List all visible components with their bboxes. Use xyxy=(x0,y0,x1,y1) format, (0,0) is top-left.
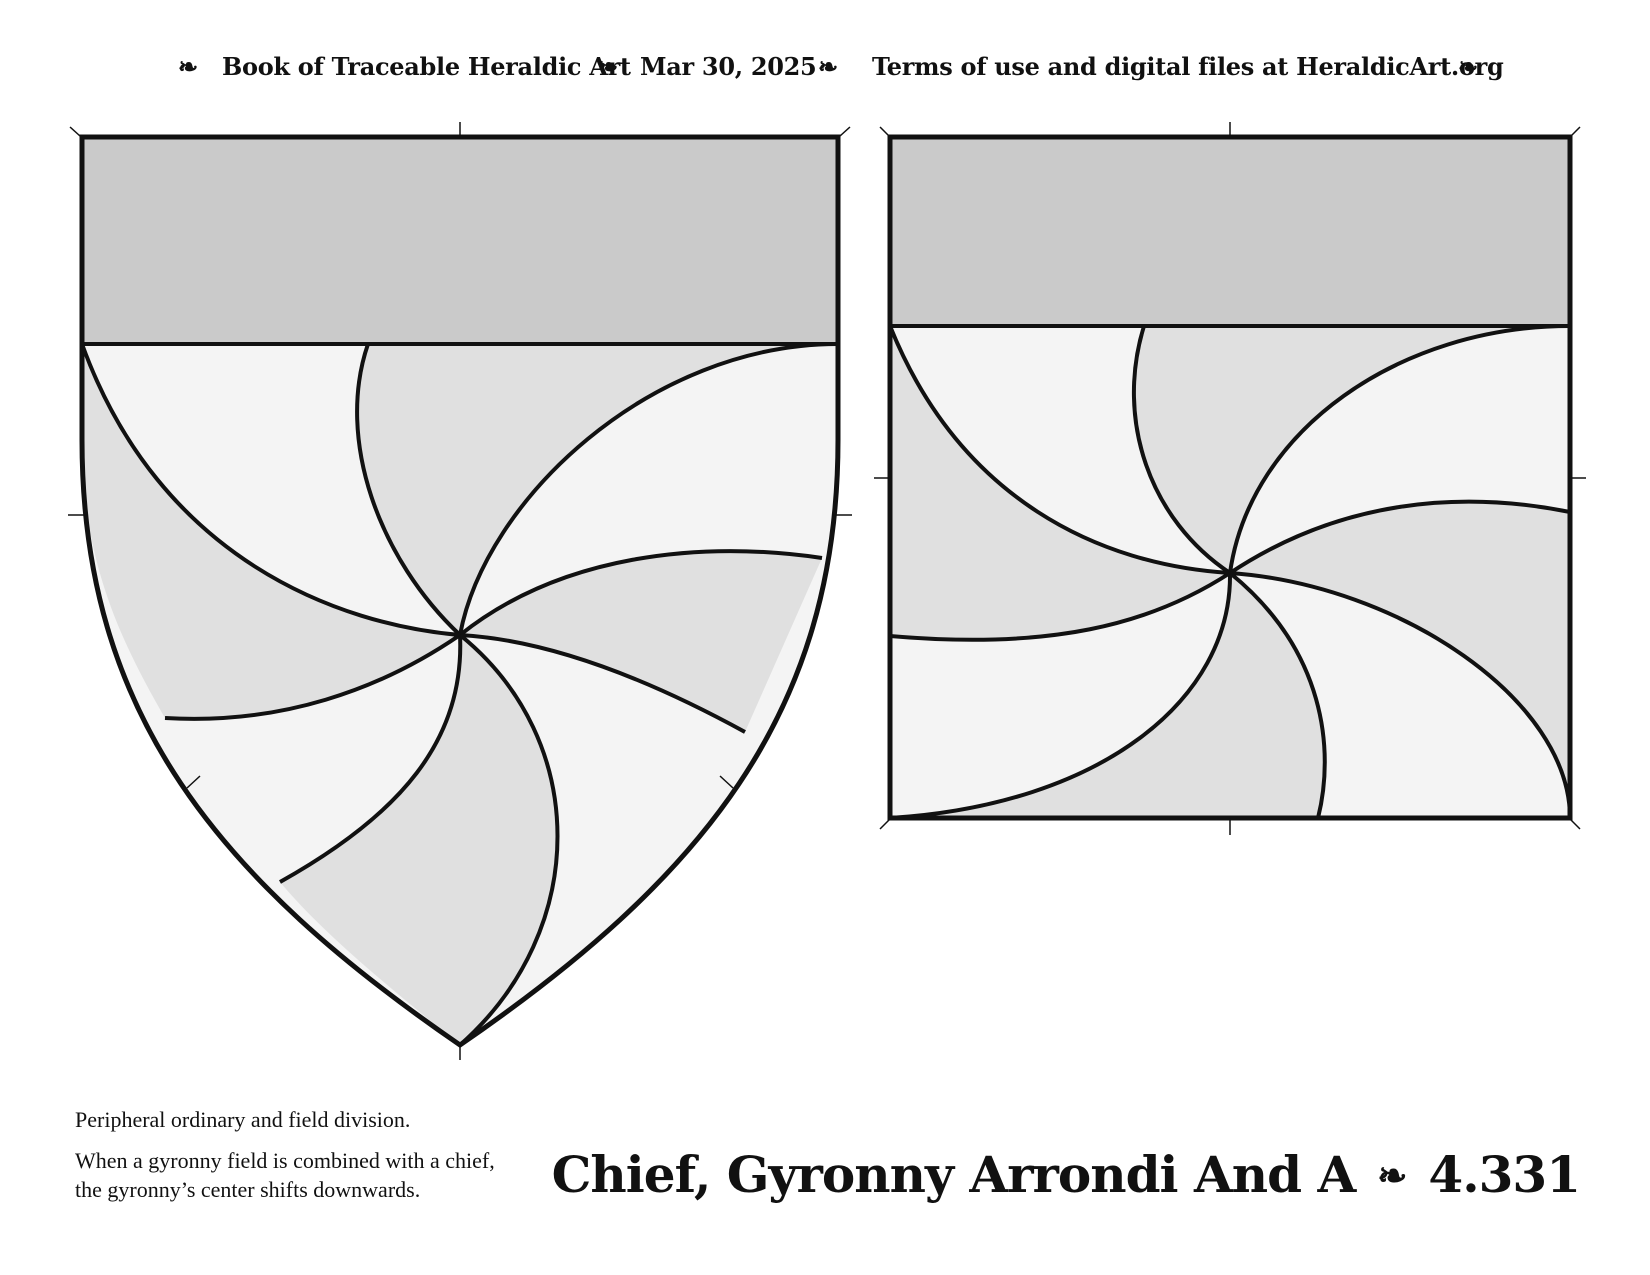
square-gyron-dark xyxy=(1133,326,1570,573)
shield-chief xyxy=(82,137,838,344)
fleuron-icon: ❧ xyxy=(1377,1155,1407,1197)
shield-gyron-dark xyxy=(280,635,558,1045)
description-line-1: Peripheral ordinary and field division. xyxy=(75,1107,411,1132)
plate-title: Chief, Gyronny Arrondi And A ❧ 4.331 xyxy=(551,1145,1581,1204)
square-chief xyxy=(890,137,1570,326)
square-gyron-dark xyxy=(1230,501,1570,818)
fleuron-icon: ❧ xyxy=(818,52,838,81)
square-gyron-dark xyxy=(890,573,1325,818)
page-header: ❧ Book of Traceable Heraldic Art ❧ Mar 3… xyxy=(0,52,1650,102)
shield-gyron-dark xyxy=(460,551,822,732)
shield-figure xyxy=(68,122,852,1060)
header-date: Mar 30, 2025 xyxy=(640,52,817,81)
fleuron-icon: ❧ xyxy=(1458,52,1478,81)
fleuron-icon: ❧ xyxy=(598,52,618,81)
shield-gyron-dark xyxy=(82,344,460,719)
terms-link[interactable]: Terms of use and digital files at Herald… xyxy=(872,52,1504,81)
description-line-2: When a gyronny field is combined with a … xyxy=(75,1148,495,1173)
description-line-3: the gyronny’s center shifts downwards. xyxy=(75,1177,421,1202)
shield-gyron-dark xyxy=(357,344,838,635)
square-figure xyxy=(874,122,1586,835)
book-title: Book of Traceable Heraldic Art xyxy=(222,52,631,81)
plate-number: 4.331 xyxy=(1428,1145,1581,1204)
plate-name: Chief, Gyronny Arrondi And A xyxy=(551,1145,1357,1204)
fleuron-icon: ❧ xyxy=(178,52,198,81)
